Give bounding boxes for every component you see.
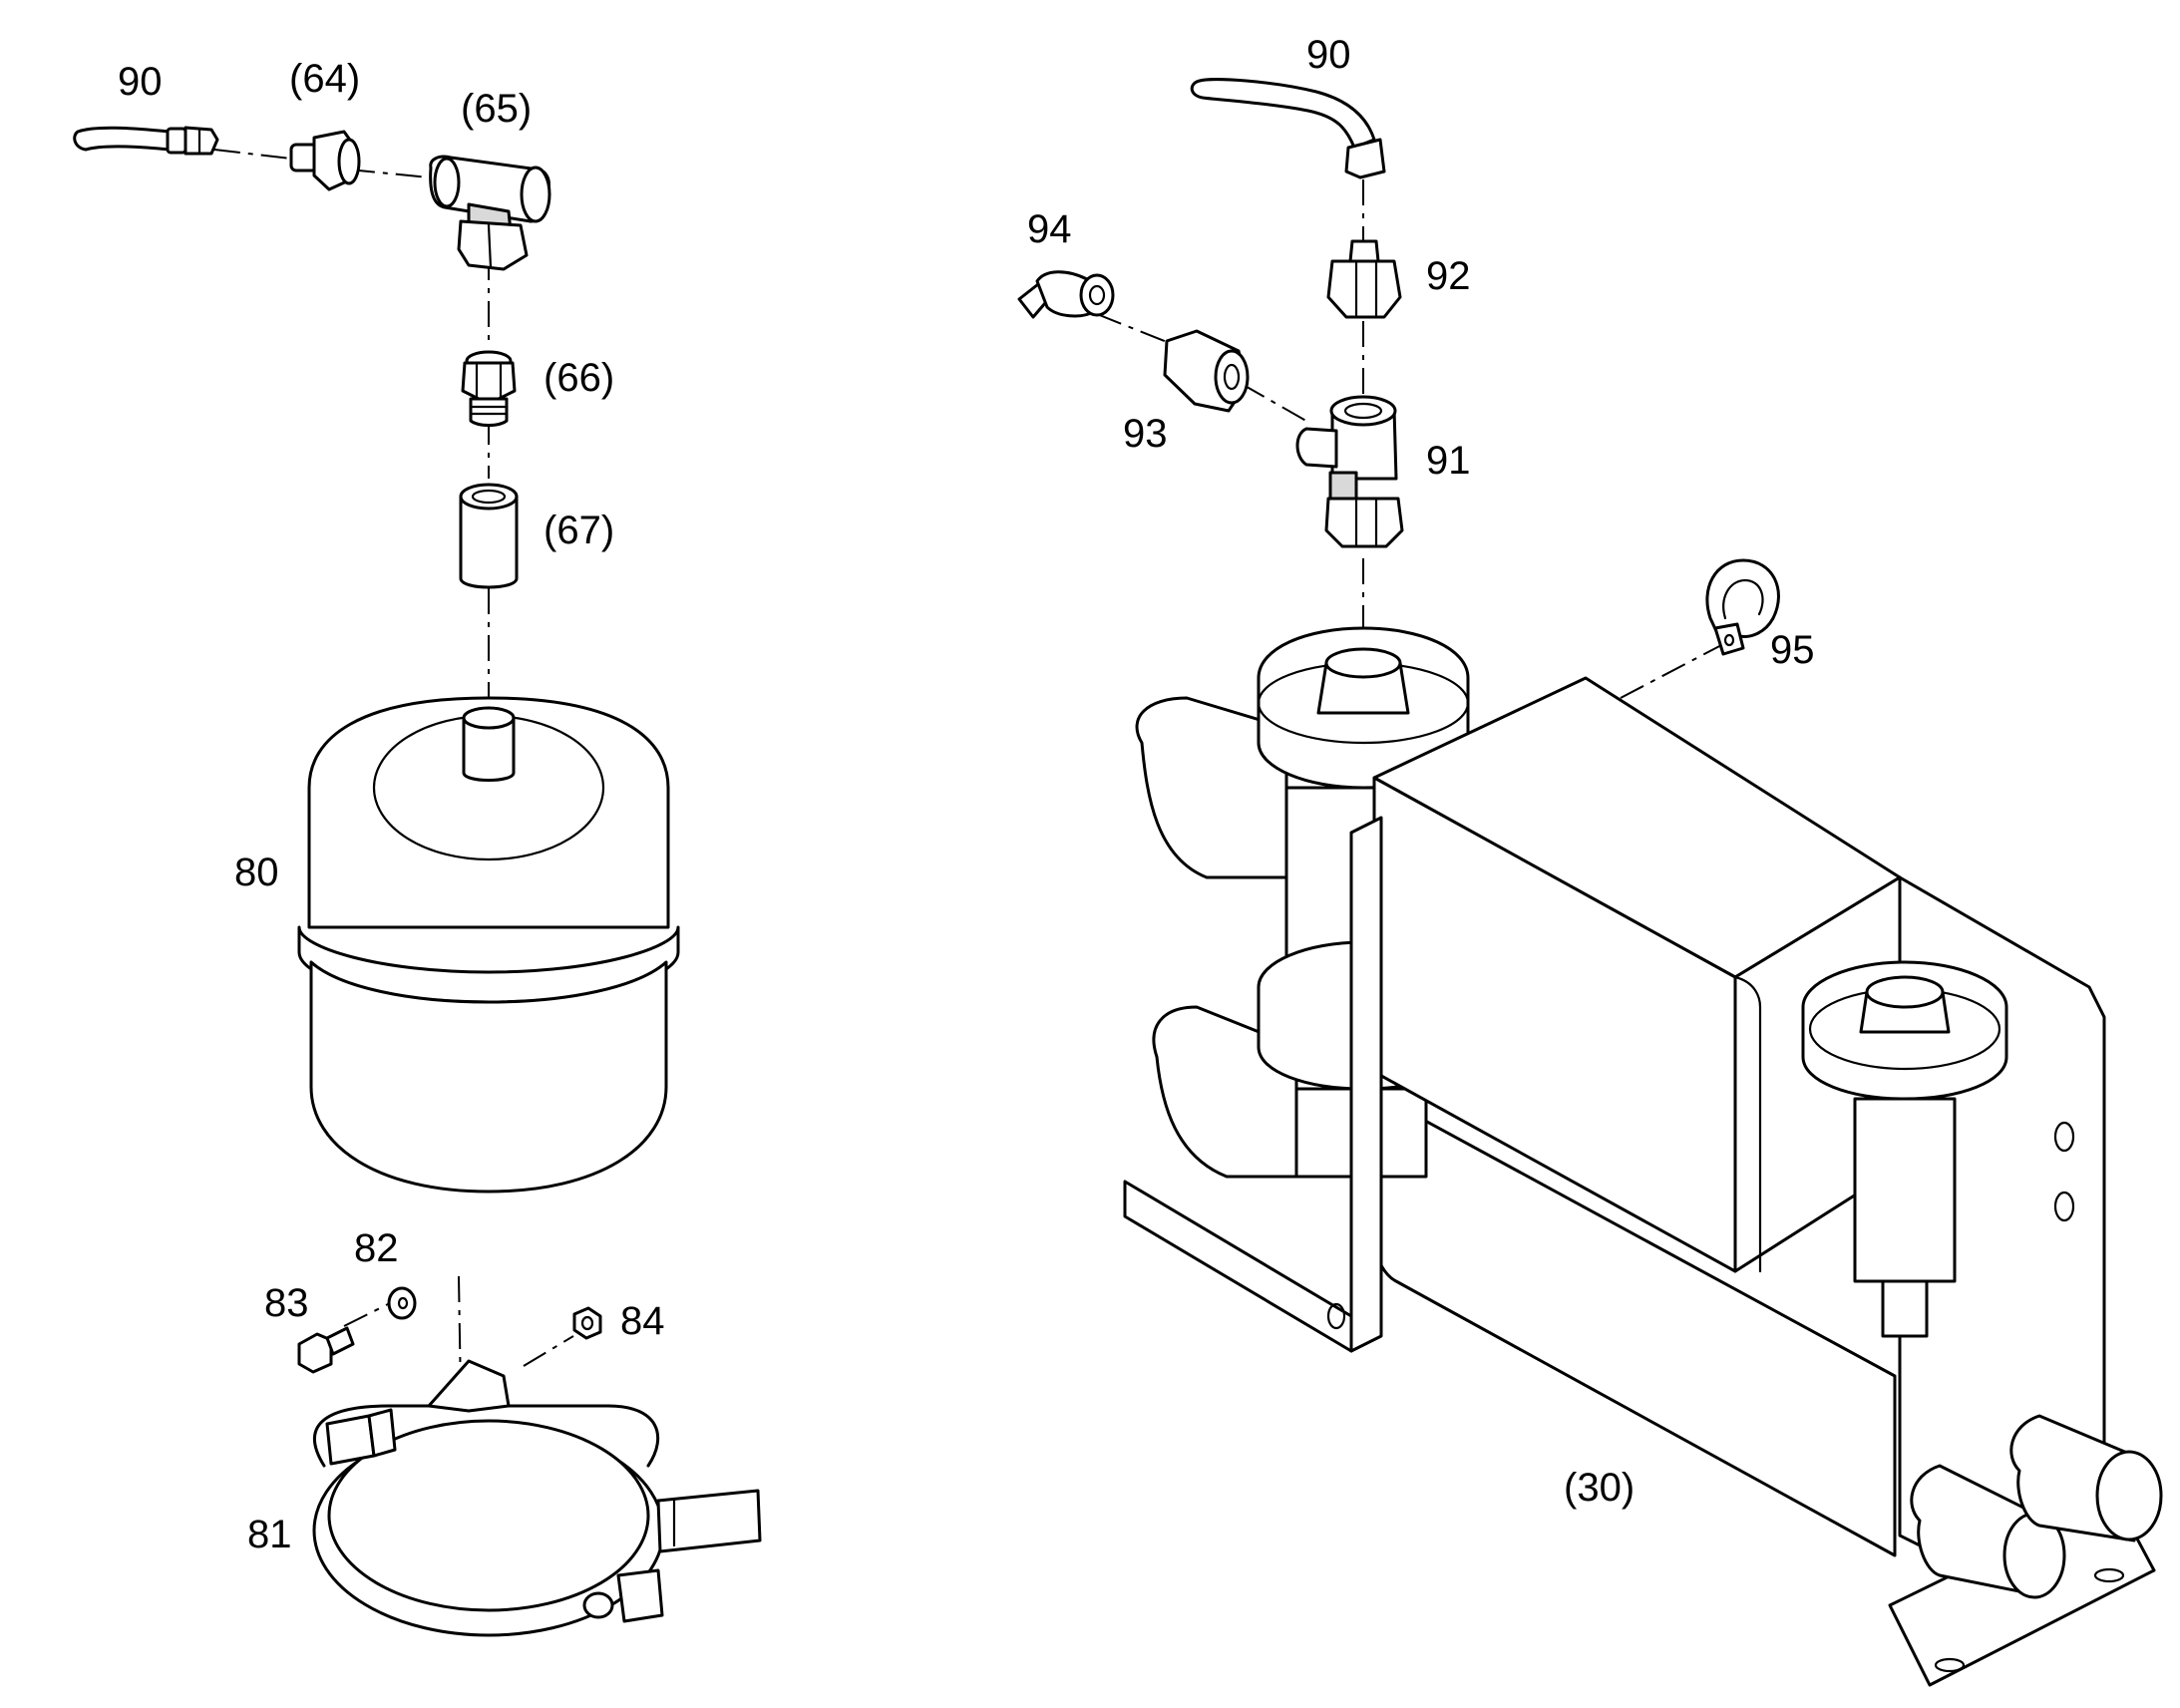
label-66: (66) [544, 356, 614, 400]
label-91: 91 [1426, 439, 1471, 483]
label-81: 81 [247, 1513, 292, 1556]
union-nut-93 [1163, 329, 1250, 413]
label-30: (30) [1564, 1466, 1635, 1510]
label-84: 84 [620, 1299, 665, 1343]
label-94: 94 [1027, 207, 1072, 251]
label-83: 83 [264, 1281, 309, 1325]
label-90-right: 90 [1306, 33, 1351, 77]
part-labels: 90 (64) (65) (66) (67) 80 82 83 84 81 90… [118, 33, 1815, 1556]
label-82: 82 [354, 1226, 399, 1270]
pipe-90-right [1190, 78, 1386, 179]
expansion-vessel-80 [297, 696, 680, 1194]
label-93: 93 [1123, 412, 1168, 456]
pipe-90-left [73, 126, 219, 156]
label-80: 80 [234, 851, 279, 894]
label-64: (64) [289, 57, 360, 101]
label-67: (67) [544, 509, 614, 552]
tee-fitting-91 [1295, 395, 1404, 548]
label-65: (65) [461, 87, 532, 131]
label-92: 92 [1426, 254, 1471, 298]
threaded-nipple-66 [461, 350, 517, 427]
sleeve-67 [459, 483, 519, 589]
p-clip-95 [1705, 558, 1780, 656]
elbow-fitting-94 [1017, 270, 1115, 319]
washer-82 [387, 1286, 417, 1320]
label-95: 95 [1770, 628, 1815, 672]
strap-clamp-81 [312, 1359, 762, 1637]
union-nut-64 [289, 130, 361, 191]
nut-84 [572, 1306, 602, 1340]
pump-unit-30 [1123, 626, 2163, 1687]
adapter-92 [1326, 239, 1402, 319]
leader-lines-right [1096, 179, 1726, 699]
tee-fitting-65 [429, 155, 551, 271]
bolt-83 [297, 1326, 355, 1374]
label-90-left: 90 [118, 60, 163, 104]
